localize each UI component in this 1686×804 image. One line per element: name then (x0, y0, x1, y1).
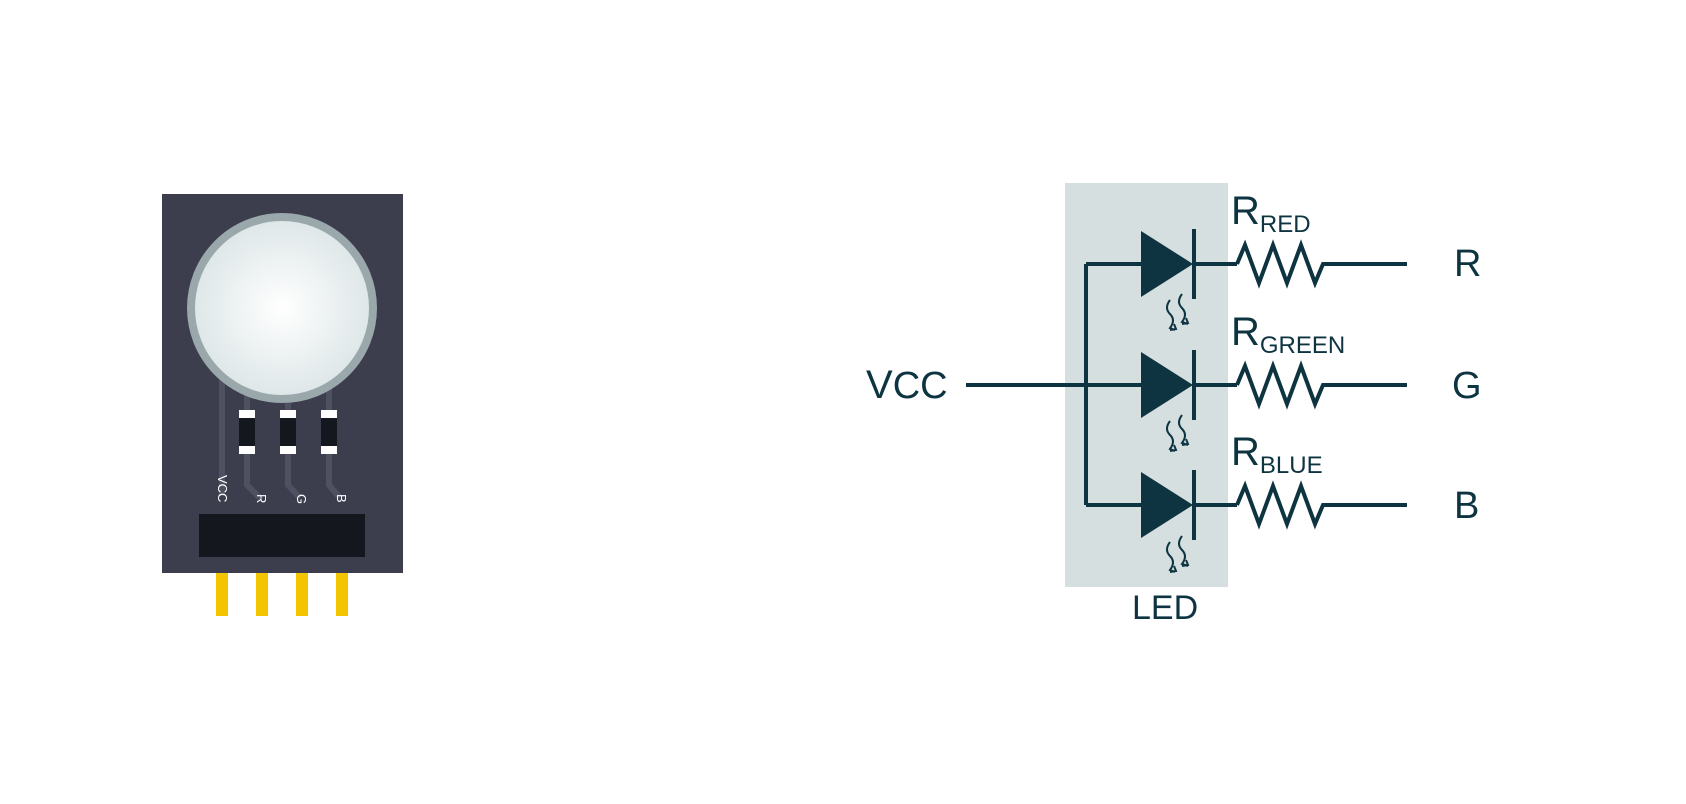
rgb-led-module: VCC R G B (162, 194, 403, 616)
output-label-r: R (1454, 243, 1481, 285)
schematic: VCC (866, 183, 1482, 627)
pin-label-g: G (294, 494, 309, 504)
vcc-label: VCC (866, 363, 948, 407)
emission-arrows (1166, 293, 1190, 573)
led-diodes (1141, 229, 1196, 540)
led-lens (187, 213, 377, 403)
pin-header (199, 514, 365, 557)
diode-red (1141, 229, 1196, 299)
resistor-blue (1235, 480, 1407, 530)
output-label-g: G (1452, 365, 1482, 407)
emission-arrows-green (1166, 414, 1190, 452)
pin-labels: VCC R G B (215, 475, 349, 504)
resistor-green (1235, 360, 1407, 410)
emission-arrows-red (1166, 293, 1190, 331)
smd-resistors (239, 410, 337, 454)
smd-resistor-blue (321, 410, 337, 454)
led-label: LED (1132, 589, 1198, 627)
resistor-label-green: RGREEN (1231, 310, 1345, 359)
schematic-wires (966, 239, 1407, 530)
emission-arrows-blue (1166, 535, 1190, 573)
resistor-red (1235, 239, 1407, 289)
diode-blue (1141, 470, 1196, 540)
resistor-label-red: RRED (1231, 189, 1311, 238)
output-label-b: B (1454, 485, 1479, 527)
smd-resistor-green (280, 410, 296, 454)
pin-label-vcc: VCC (215, 475, 230, 502)
smd-resistor-red (239, 410, 255, 454)
pin-label-b: B (334, 494, 349, 503)
resistor-label-blue: RBLUE (1231, 430, 1323, 479)
pin-label-r: R (254, 494, 269, 503)
diode-green (1141, 350, 1196, 420)
